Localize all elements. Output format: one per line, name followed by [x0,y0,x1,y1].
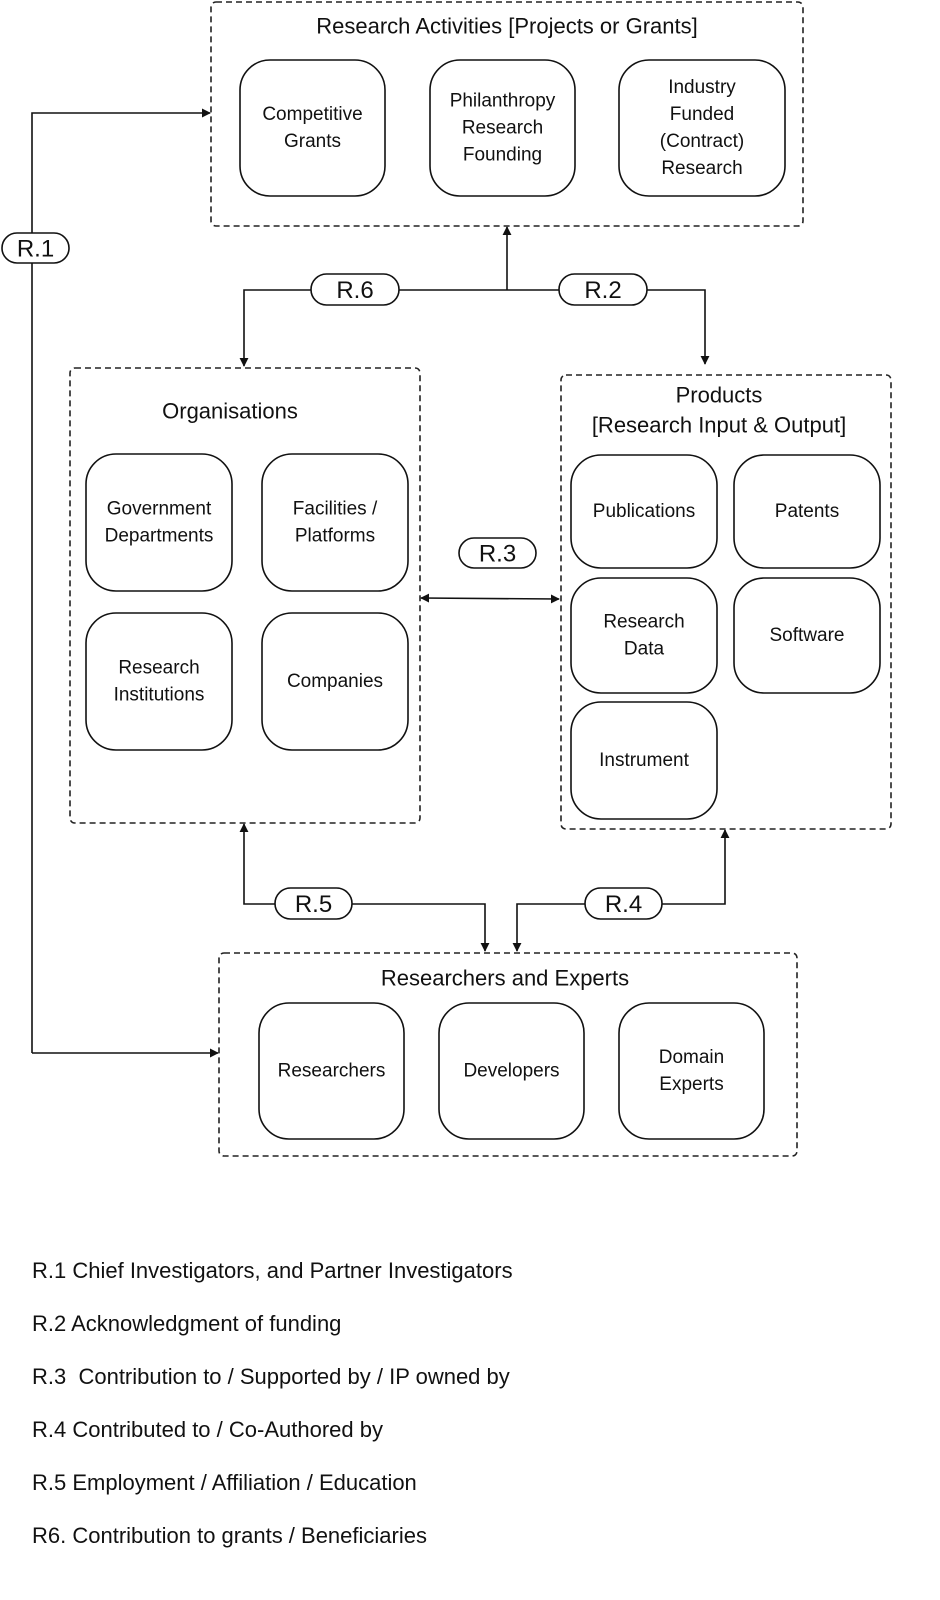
node-organisations-3 [261,612,409,751]
node-research_activities-1 [429,59,576,197]
node-organisations-0 [85,453,233,592]
group-products [560,374,892,830]
connector-r5 [239,823,490,952]
legend-item-r6: R6. Contribution to grants / Beneficiari… [32,1523,427,1548]
node-organisations-1 [261,453,409,592]
connector-r1 [31,108,211,1053]
group-title-research_activities: Research Activities [Projects or Grants] [316,14,697,39]
node-label-researchers-0: Researchers [278,1061,386,1082]
relation-label-r3: R.3 [479,541,516,568]
node-label-organisations-1: Facilities /Platforms [293,499,378,547]
node-label-products-4: Instrument [599,750,689,771]
relation-label-r2: R.2 [584,277,621,304]
relation-label-r4: R.4 [605,891,642,918]
relation-label-r5: R.5 [295,891,332,918]
relation-pill-r6 [310,273,400,306]
group-researchers [218,952,798,1157]
legend-item-r1: R.1 Chief Investigators, and Partner Inv… [32,1258,513,1283]
node-label-organisations-3: Companies [287,671,383,692]
group-organisations [69,367,421,824]
node-products-4 [570,701,718,820]
node-label-products-0: Publications [593,501,695,522]
relation-label-r1: R.1 [17,236,54,263]
group-research_activities [210,1,804,227]
relation-legend: R.1 Chief Investigators, and Partner Inv… [32,1258,513,1576]
group-title-organisations: Organisations [162,399,298,424]
relation-pill-r3 [458,537,537,569]
node-research_activities-0 [239,59,386,197]
node-label-products-3: Software [770,625,845,646]
node-label-researchers-1: Developers [463,1061,559,1082]
legend-item-r3: R.3 Contribution to / Supported by / IP … [32,1364,510,1389]
node-products-3 [733,577,881,694]
node-label-products-1: Patents [775,501,839,522]
relation-pill-r5 [274,887,353,920]
node-products-0 [570,454,718,569]
node-researchers-1 [438,1002,585,1140]
node-organisations-2 [85,612,233,751]
relation-pill-r1 [1,232,70,264]
legend-item-r4: R.4 Contributed to / Co-Authored by [32,1417,383,1442]
node-products-1 [733,454,881,569]
group-title-products: Products[Research Input & Output] [592,383,846,438]
relation-pill-r4 [584,887,663,920]
node-researchers-2 [618,1002,765,1140]
node-research_activities-2 [618,59,786,197]
relation-pill-r2 [558,273,648,306]
legend-item-r2: R.2 Acknowledgment of funding [32,1311,342,1336]
relation-label-r6: R.6 [336,277,373,304]
connector-r6 [239,289,507,367]
node-researchers-0 [258,1002,405,1140]
legend-item-r5: R.5 Employment / Affiliation / Education [32,1470,417,1495]
group-title-researchers: Researchers and Experts [381,966,629,991]
node-products-2 [570,577,718,694]
connector-r3 [420,593,560,604]
